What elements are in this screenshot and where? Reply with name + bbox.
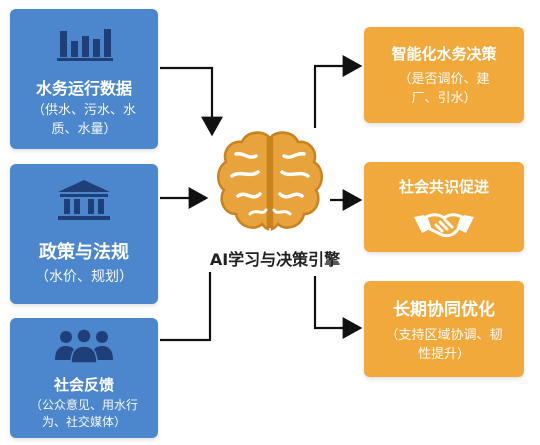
optimization-title: 长期协同优化	[393, 300, 495, 320]
output-smart-decision: 智能化水务决策 （是否调价、建厂、引水）	[364, 27, 524, 123]
arrow-water-data-to-engine	[160, 66, 223, 137]
brain-icon	[217, 131, 323, 231]
feedback-title: 社会反馈	[53, 376, 114, 394]
ai-engine	[210, 124, 330, 244]
output-optimization: 长期协同优化 （支持区域协调、韧性提升）	[364, 281, 524, 377]
bar-chart-icon	[57, 29, 113, 61]
policy-detail: （水价、规划）	[35, 269, 133, 285]
government-building-icon	[58, 180, 110, 220]
people-group-icon	[55, 328, 113, 364]
water-data-title: 水务运行数据	[35, 79, 132, 98]
input-feedback: 社会反馈 （公众意见、用水行为、社交媒体）	[10, 318, 158, 438]
consensus-title: 社会共识促进	[398, 178, 489, 196]
feedback-detail: （公众意见、用水行为、社交媒体）	[29, 398, 138, 429]
output-consensus: 社会共识促进	[364, 162, 524, 252]
input-policy: 政策与法规 （水价、规划）	[10, 164, 158, 304]
arrow-engine-to-optimization	[313, 276, 363, 339]
smart-decision-detail: （是否调价、建厂、引水）	[398, 72, 490, 106]
arrow-engine-to-decision	[313, 55, 363, 128]
policy-title: 政策与法规	[39, 242, 129, 263]
input-water-data: 水务运行数据 （供水、污水、水质、水量）	[10, 9, 158, 149]
line-feedback-to-engine	[160, 272, 212, 342]
smart-decision-title: 智能化水务决策	[391, 45, 497, 63]
handshake-icon	[414, 213, 474, 238]
optimization-detail: （支持区域协调、韧性提升）	[385, 328, 503, 362]
engine-label: AI学习与决策引擎	[209, 250, 341, 269]
water-data-detail: （供水、污水、水质、水量）	[31, 103, 136, 137]
